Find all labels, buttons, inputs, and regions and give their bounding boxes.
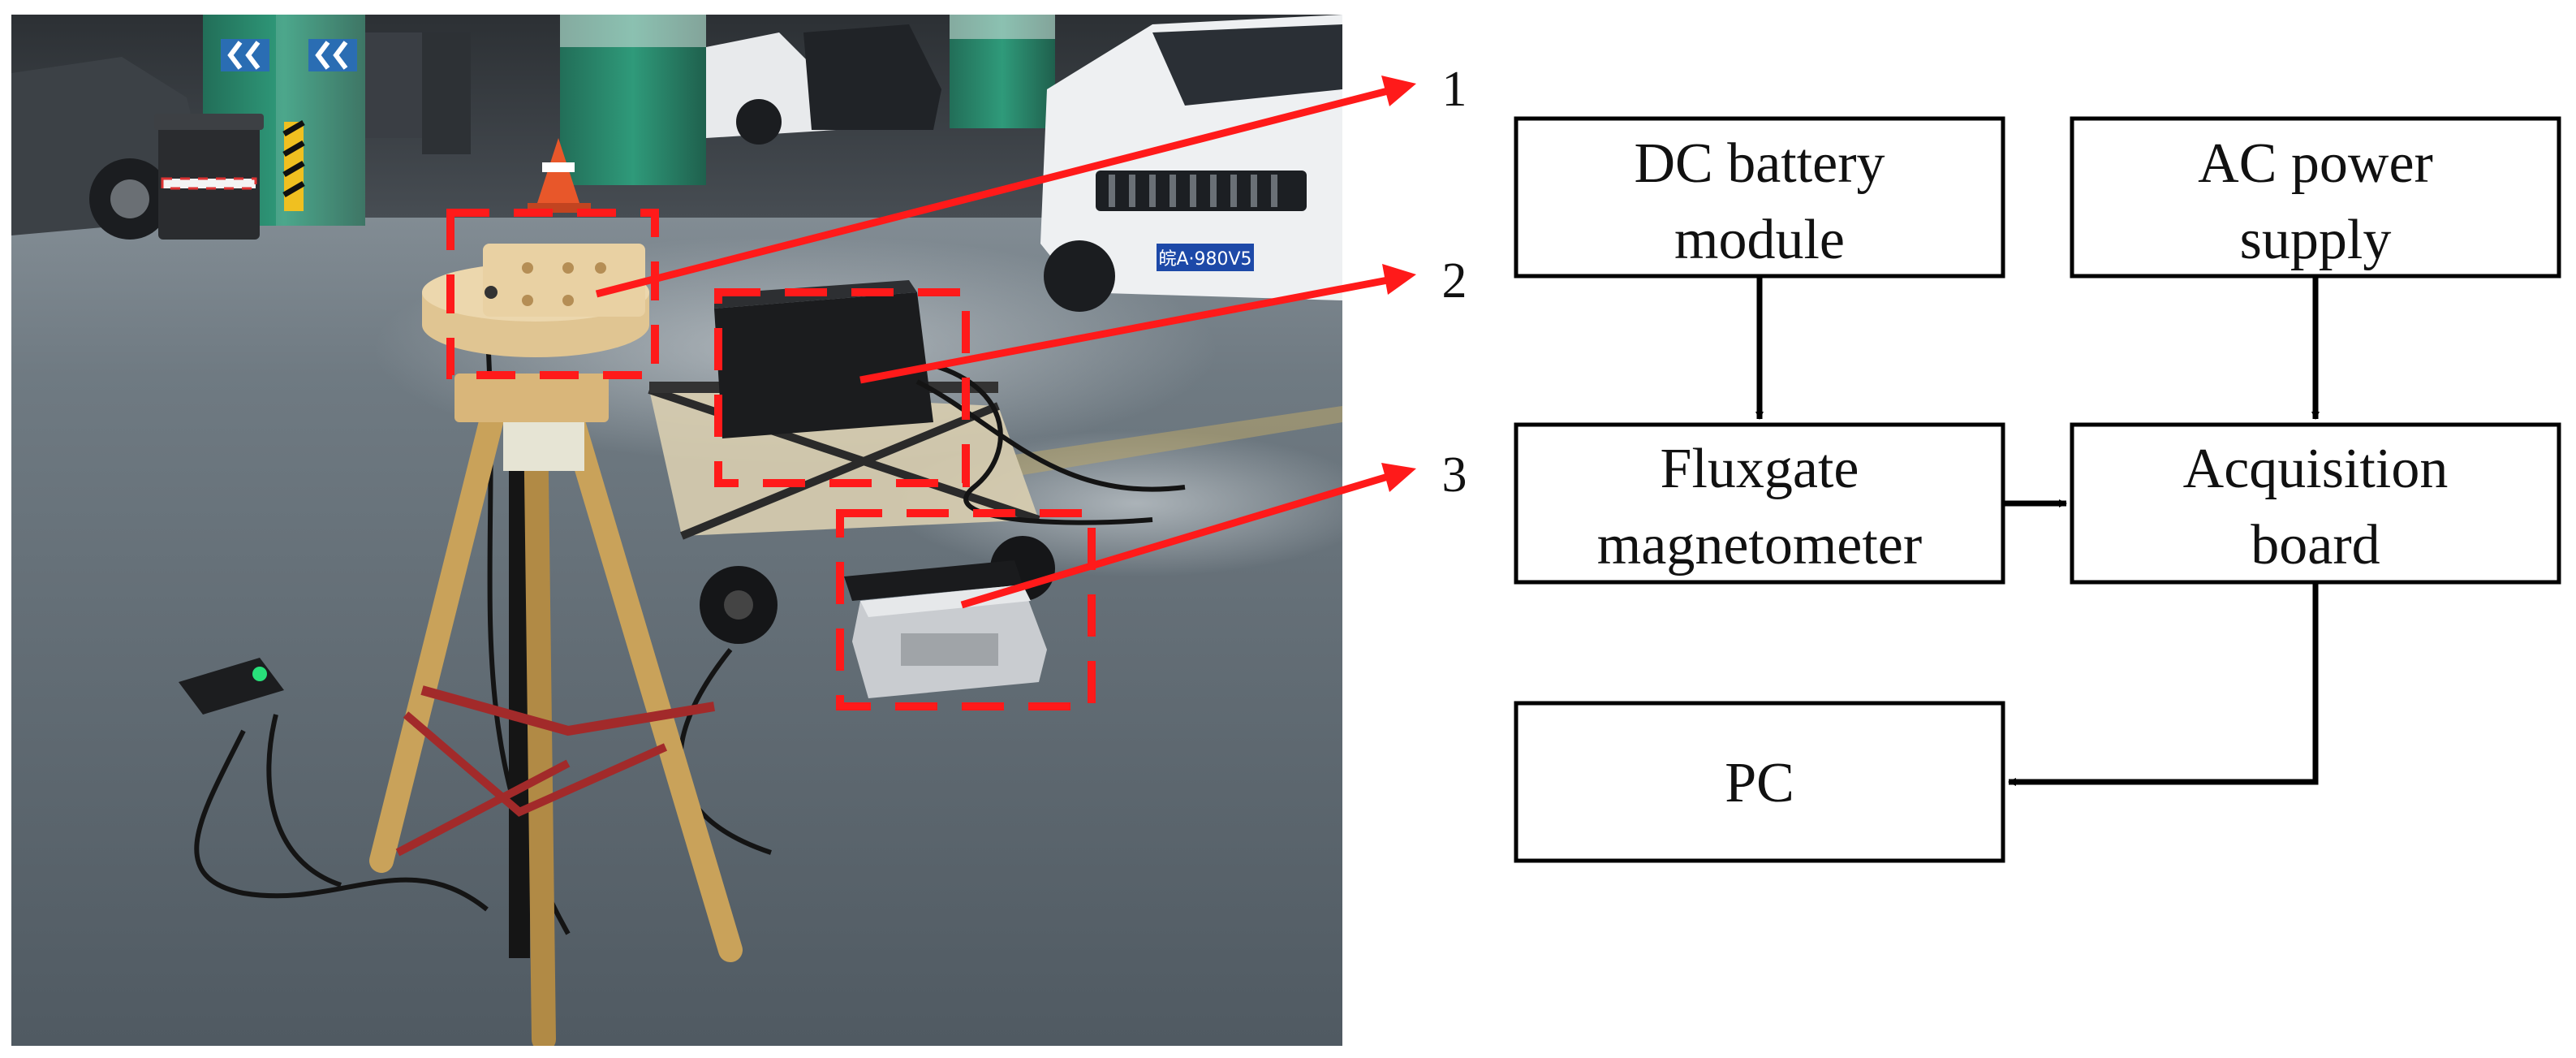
- pillar-middle: [560, 15, 706, 185]
- trash-bin: [154, 114, 264, 240]
- box-dc-line-2: module: [1674, 209, 1845, 271]
- connectors: [1755, 276, 2320, 786]
- callout-arrow-1: [595, 87, 1389, 298]
- tripod: [369, 374, 743, 1046]
- floor-lane-line: [1014, 406, 1342, 475]
- callout-box-2: [714, 288, 970, 487]
- callout-label-3: 3: [1442, 447, 1467, 503]
- box-ac-line-2: supply: [2240, 209, 2392, 271]
- parked-car-dark: [349, 32, 471, 154]
- box-dc-line-1: DC battery: [1634, 132, 1885, 195]
- parked-car-left: [11, 57, 203, 240]
- fluxgate-magnetometer-sensor: [422, 244, 649, 357]
- box-pc-label: PC: [1725, 752, 1794, 814]
- box-ac-line-1: AC power: [2198, 132, 2433, 195]
- box-pc: PC: [1514, 701, 2005, 863]
- arrowhead-1: [1381, 76, 1416, 106]
- pillar-right: [950, 15, 1055, 128]
- box-fluxgate-magnetometer: Fluxgate magnetometer: [1514, 422, 2005, 585]
- callout-label-1: 1: [1442, 62, 1467, 117]
- callout-arrows: [595, 76, 1416, 609]
- floor-device: [179, 658, 284, 715]
- callout-arrow-3: [960, 473, 1389, 609]
- edge-acq-to-pc: [2008, 582, 2319, 786]
- callout-box-1: [446, 209, 659, 379]
- traffic-cone: [528, 138, 591, 213]
- callout-arrow-2: [859, 276, 1389, 384]
- box-acq-line-1: Acquisition: [2183, 438, 2449, 500]
- parked-car-white: [698, 32, 836, 145]
- box-acq-line-2: board: [2251, 514, 2380, 577]
- box-ac-power-supply: AC power supply: [2070, 116, 2561, 279]
- box-flux-line-2: magnetometer: [1597, 514, 1922, 577]
- arrowhead-3: [1381, 463, 1416, 492]
- callout-label-2: 2: [1442, 253, 1467, 309]
- acquisition-board-case: [844, 560, 1047, 698]
- parked-car-black: [803, 24, 941, 130]
- license-plate: 皖A·980V5: [1158, 249, 1251, 270]
- box-dc-battery-module: DC battery module: [1514, 116, 2005, 279]
- arrowhead-2: [1382, 264, 1416, 295]
- callout-box-3: [836, 509, 1096, 710]
- pillar-left: [203, 15, 365, 226]
- box-acquisition-board: Acquisition board: [2070, 422, 2561, 585]
- box-flux-line-1: Fluxgate: [1661, 438, 1859, 500]
- parked-jeep: 皖A·980V5: [1040, 15, 1342, 312]
